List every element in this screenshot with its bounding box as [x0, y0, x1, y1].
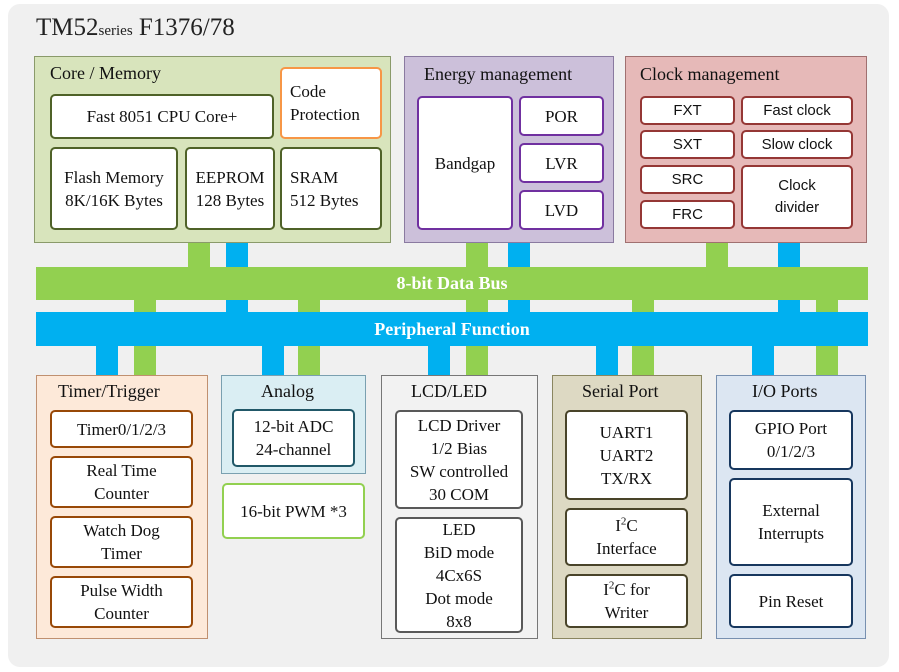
gpio-port-box: GPIO Port 0/1/2/3: [729, 410, 853, 470]
lcd-led-title: LCD/LED: [411, 381, 487, 401]
diagram-title: TM52series F1376/78: [36, 14, 235, 41]
frc-box: FRC: [640, 200, 735, 229]
bandgap-box: Bandgap: [417, 96, 513, 230]
sram-box: SRAM 512 Bytes: [280, 147, 382, 230]
connector-io-periph: [752, 340, 774, 376]
flash-memory-box: Flash Memory 8K/16K Bytes: [50, 147, 178, 230]
cpu-core-box: Fast 8051 CPU Core+: [50, 94, 274, 139]
slow-clock-box: Slow clock: [741, 130, 853, 159]
pin-reset-box: Pin Reset: [729, 574, 853, 628]
timers-box: Timer0/1/2/3: [50, 410, 193, 448]
peripheral-function-bus: Peripheral Function: [36, 312, 868, 346]
lvd-box: LVD: [519, 190, 604, 230]
connector-analog-periph: [262, 340, 284, 376]
clock-management-title: Clock management: [640, 64, 780, 84]
external-interrupts-box: External Interrupts: [729, 478, 853, 566]
connector-lcd-periph: [428, 340, 450, 376]
fast-clock-box: Fast clock: [741, 96, 853, 125]
lvr-box: LVR: [519, 143, 604, 183]
uart-box: UART1 UART2 TX/RX: [565, 410, 688, 500]
eeprom-box: EEPROM 128 Bytes: [185, 147, 275, 230]
io-ports-title: I/O Ports: [752, 381, 818, 401]
i2c-interface-line2: Interface: [596, 539, 657, 558]
i2c-writer-line2: Writer: [604, 603, 649, 622]
i2c-writer-box: I2C for Writer: [565, 574, 688, 628]
i2c-interface-line1: I2C: [615, 515, 638, 535]
led-driver-box: LED BiD mode 4Cx6S Dot mode 8x8: [395, 517, 523, 633]
connector-clock-data: [706, 242, 728, 270]
analog-title: Analog: [261, 381, 314, 401]
i2c-writer-line1: I2C for: [603, 579, 650, 599]
core-memory-title: Core / Memory: [50, 63, 161, 83]
code-protection-box: Code Protection: [280, 67, 382, 139]
lcd-driver-box: LCD Driver 1/2 Bias SW controlled 30 COM: [395, 410, 523, 509]
connector-serial-periph: [596, 340, 618, 376]
energy-management-title: Energy management: [424, 64, 573, 84]
pwm-box: 16-bit PWM *3: [222, 483, 365, 539]
fxt-box: FXT: [640, 96, 735, 125]
connector-energy-data: [466, 242, 488, 270]
serial-port-title: Serial Port: [582, 381, 659, 401]
data-bus: 8-bit Data Bus: [36, 267, 868, 300]
connector-timer-periph: [96, 340, 118, 376]
timer-trigger-title: Timer/Trigger: [58, 381, 160, 401]
adc-box: 12-bit ADC 24-channel: [232, 409, 355, 467]
i2c-interface-box: I2C Interface: [565, 508, 688, 566]
real-time-counter-box: Real Time Counter: [50, 456, 193, 508]
pulse-width-counter-box: Pulse Width Counter: [50, 576, 193, 628]
connector-core-data: [188, 242, 210, 270]
watchdog-timer-box: Watch Dog Timer: [50, 516, 193, 568]
sxt-box: SXT: [640, 130, 735, 159]
src-box: SRC: [640, 165, 735, 194]
clock-divider-box: Clock divider: [741, 165, 853, 229]
por-box: POR: [519, 96, 604, 136]
